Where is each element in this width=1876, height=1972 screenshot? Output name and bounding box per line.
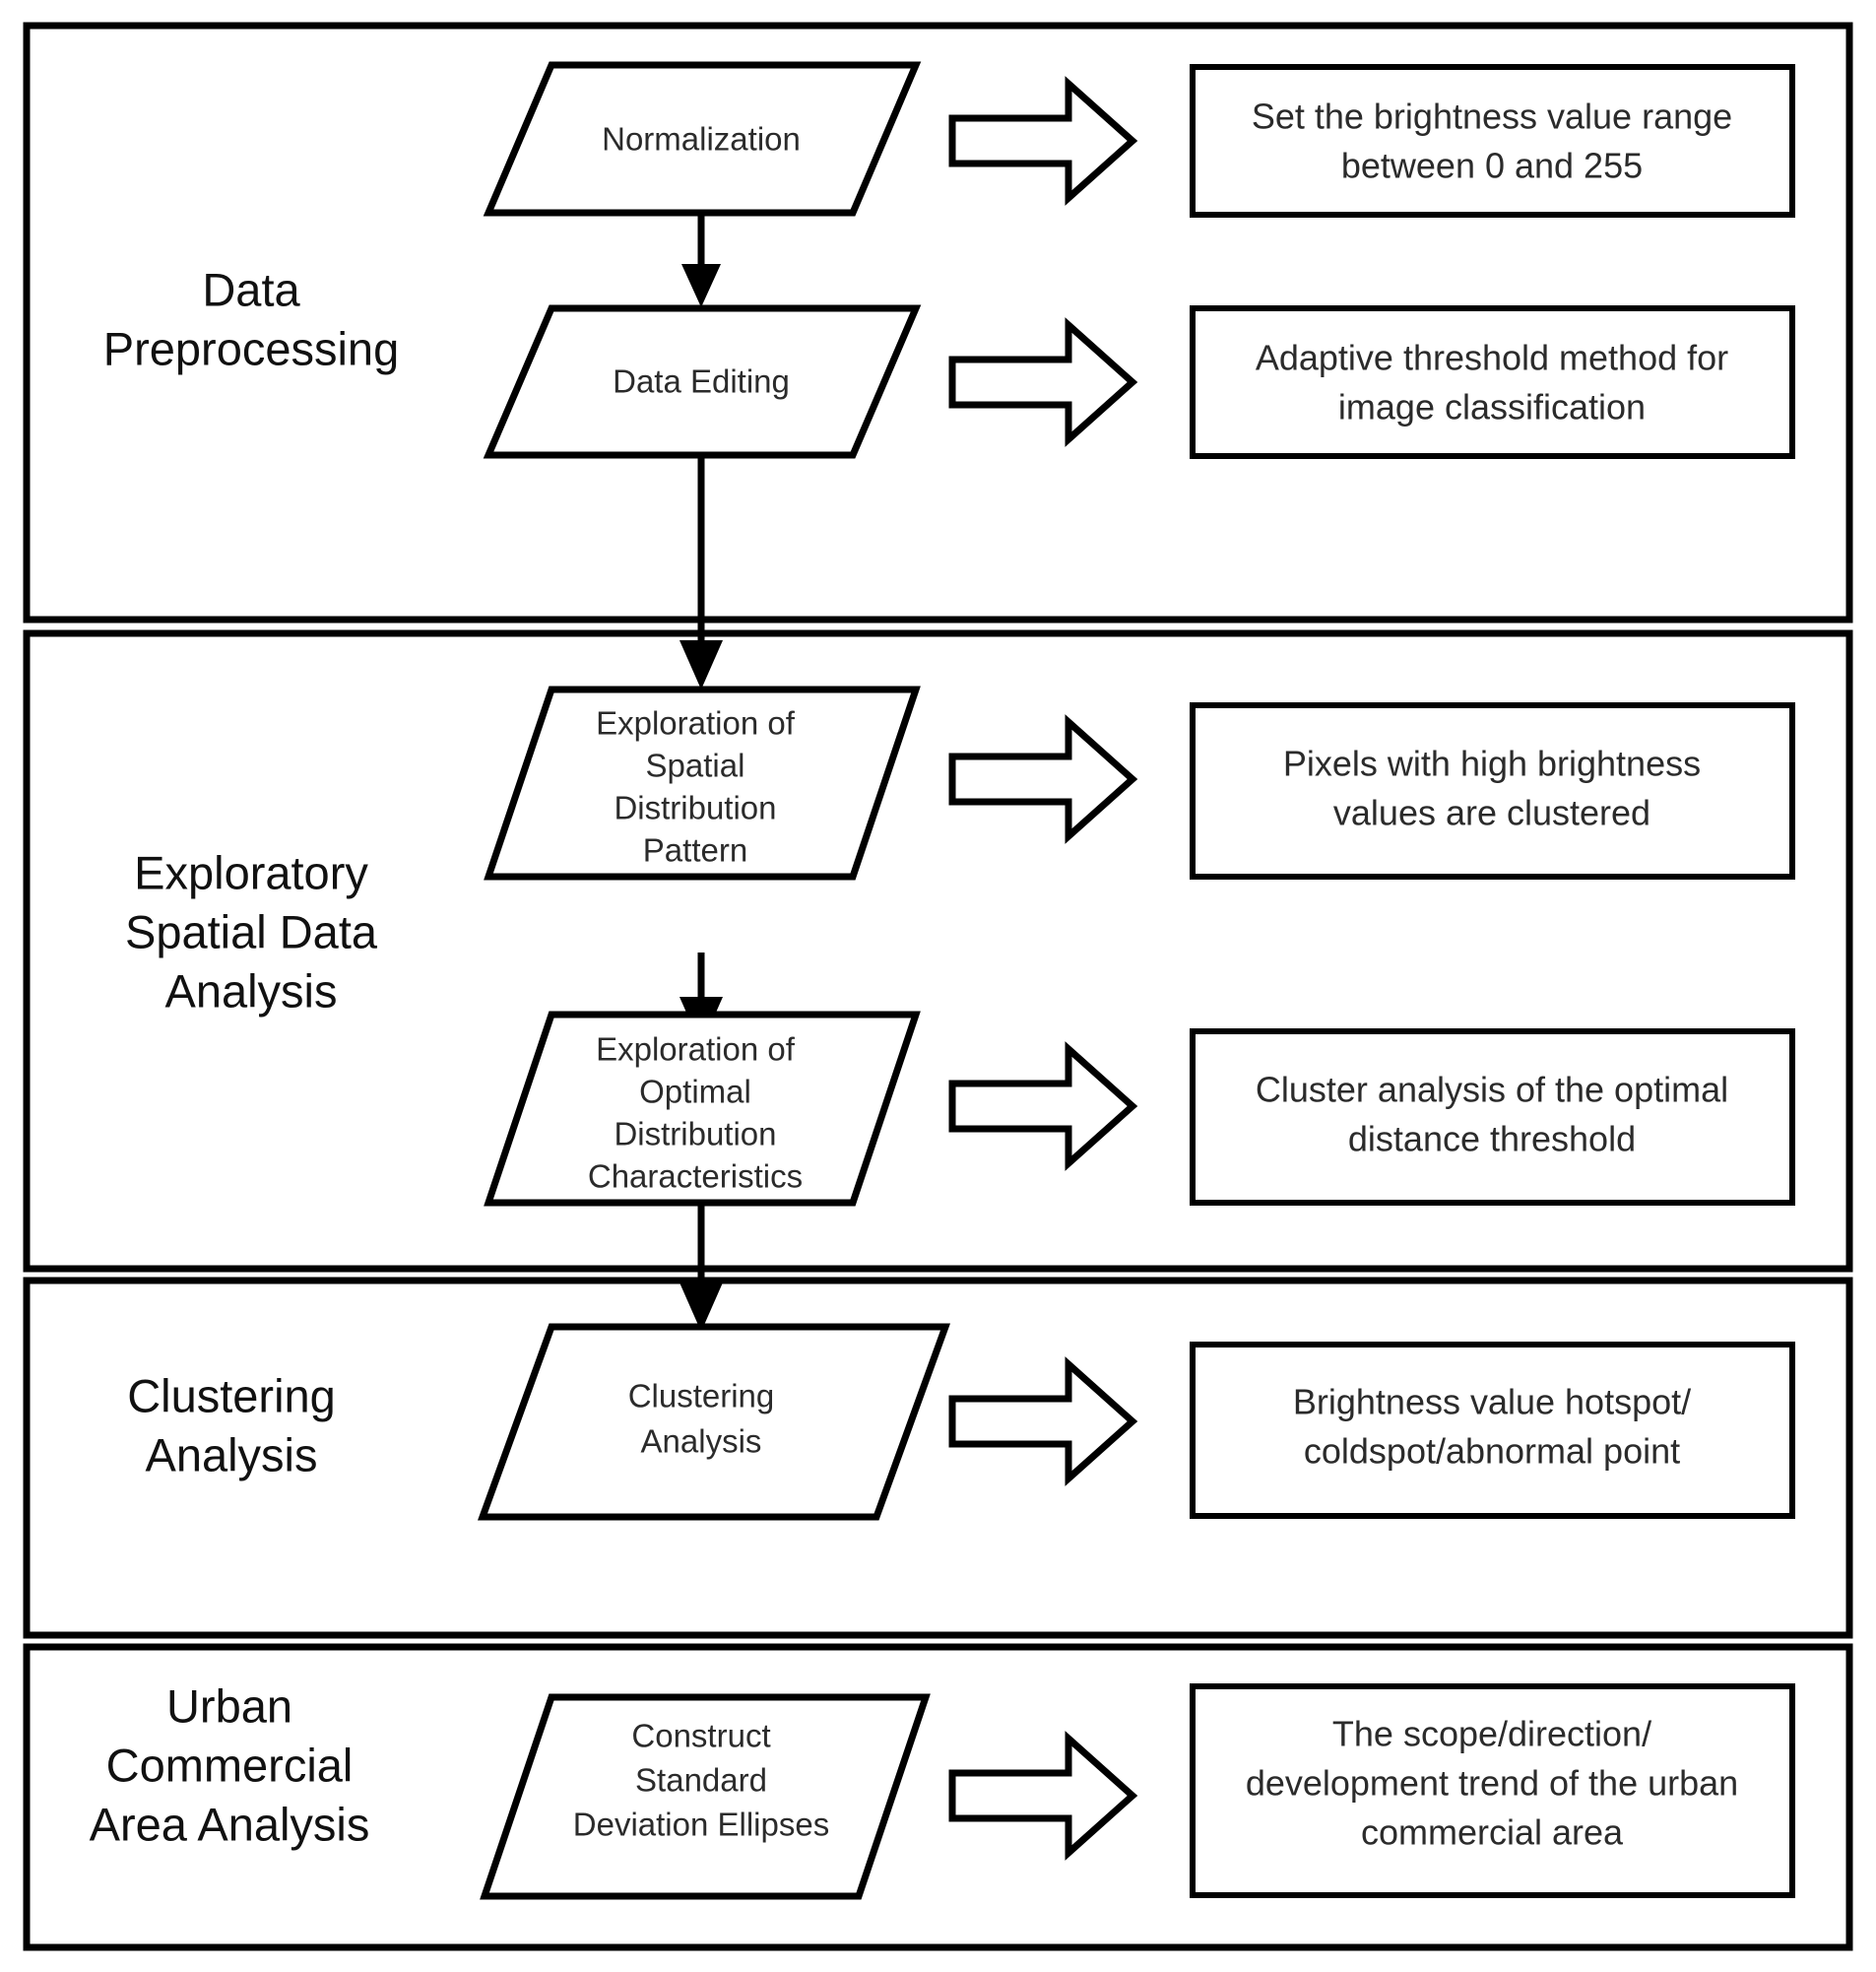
process-node-construct-standard-deviation-ellipses[interactable] (480, 1693, 931, 1900)
process-node-clustering-analysis[interactable] (478, 1323, 950, 1521)
connector-normalization-to-data-editing (681, 213, 721, 307)
process-node-normalization[interactable] (483, 61, 922, 217)
section-label-esda-line-0: Exploratory (134, 846, 368, 898)
description-box-spatial-distribution (1190, 702, 1795, 880)
connector-data-editing-to-spatial-distribution (679, 455, 723, 690)
process-node-spatial-distribution-pattern-line-3: Pattern (643, 832, 747, 869)
process-node-optimal-distribution-characteristics[interactable] (484, 1011, 921, 1207)
process-node-normalization-label: Normalization (602, 121, 801, 158)
block-arrow-right-icon-normalization (948, 76, 1138, 206)
section-label-urban-line-1: Commercial (106, 1739, 354, 1791)
process-node-optimal-distribution-line-3: Characteristics (588, 1158, 803, 1195)
section-label-esda-line-1: Spatial Data (125, 905, 378, 957)
description-construct-ellipses-line-0: The scope/direction/ (1332, 1714, 1651, 1754)
process-node-spatial-distribution-pattern[interactable] (484, 686, 921, 881)
description-optimal-distribution-line-0: Cluster analysis of the optimal (1256, 1070, 1728, 1110)
description-construct-ellipses-line-1: development trend of the urban (1246, 1763, 1738, 1804)
process-node-construct-ellipses-line-0: Construct (631, 1718, 770, 1754)
process-node-spatial-distribution-pattern-line-0: Exploration of (596, 705, 796, 742)
description-normalization-line-1: between 0 and 255 (1341, 146, 1643, 186)
description-box-optimal-distribution (1190, 1028, 1795, 1206)
block-arrow-right-icon-spatial-distribution (948, 714, 1138, 844)
section-label-data-preprocessing-line-0: Data (202, 263, 300, 315)
connector-clustering-to-construct-ellipses (679, 1206, 723, 1332)
process-node-data-editing-label: Data Editing (613, 363, 790, 400)
description-data-editing-line-0: Adaptive threshold method for (1256, 338, 1728, 378)
process-node-optimal-distribution-line-0: Exploration of (596, 1031, 796, 1068)
block-arrow-right-icon-data-editing (948, 317, 1138, 447)
process-node-clustering-analysis-line-1: Analysis (641, 1423, 762, 1460)
section-label-clustering-line-0: Clustering (127, 1369, 336, 1421)
process-node-data-editing[interactable] (483, 304, 922, 459)
section-label-urban-line-0: Urban (166, 1679, 292, 1732)
section-label-esda-line-2: Analysis (164, 964, 337, 1017)
block-arrow-right-icon-construct-ellipses (948, 1731, 1138, 1861)
description-spatial-distribution-line-0: Pixels with high brightness (1283, 744, 1701, 784)
block-arrow-right-icon-clustering (948, 1356, 1138, 1486)
section-label-data-preprocessing-line-1: Preprocessing (103, 322, 399, 374)
description-normalization-line-0: Set the brightness value range (1252, 97, 1732, 137)
description-data-editing-line-1: image classification (1338, 387, 1646, 427)
description-optimal-distribution-line-1: distance threshold (1348, 1119, 1636, 1159)
description-box-normalization (1190, 64, 1795, 218)
process-node-construct-ellipses-line-2: Deviation Ellipses (573, 1807, 829, 1843)
process-node-spatial-distribution-pattern-line-2: Distribution (614, 790, 776, 826)
description-spatial-distribution-line-1: values are clustered (1333, 793, 1650, 833)
description-clustering-line-1: coldspot/abnormal point (1304, 1431, 1680, 1472)
section-label-clustering-line-1: Analysis (145, 1428, 317, 1480)
description-box-construct-ellipses (1190, 1683, 1795, 1898)
process-node-optimal-distribution-line-1: Optimal (639, 1074, 751, 1110)
process-node-construct-ellipses-line-1: Standard (635, 1762, 767, 1799)
process-node-spatial-distribution-pattern-line-1: Spatial (646, 748, 745, 784)
process-node-optimal-distribution-line-2: Distribution (614, 1116, 776, 1152)
block-arrow-right-icon-optimal-distribution (948, 1041, 1138, 1171)
description-box-data-editing (1190, 305, 1795, 459)
description-clustering-line-0: Brightness value hotspot/ (1293, 1382, 1691, 1422)
description-construct-ellipses-line-2: commercial area (1361, 1812, 1624, 1853)
section-label-urban-line-2: Area Analysis (90, 1798, 370, 1850)
description-box-clustering (1190, 1342, 1795, 1519)
process-node-clustering-analysis-line-0: Clustering (628, 1378, 775, 1414)
